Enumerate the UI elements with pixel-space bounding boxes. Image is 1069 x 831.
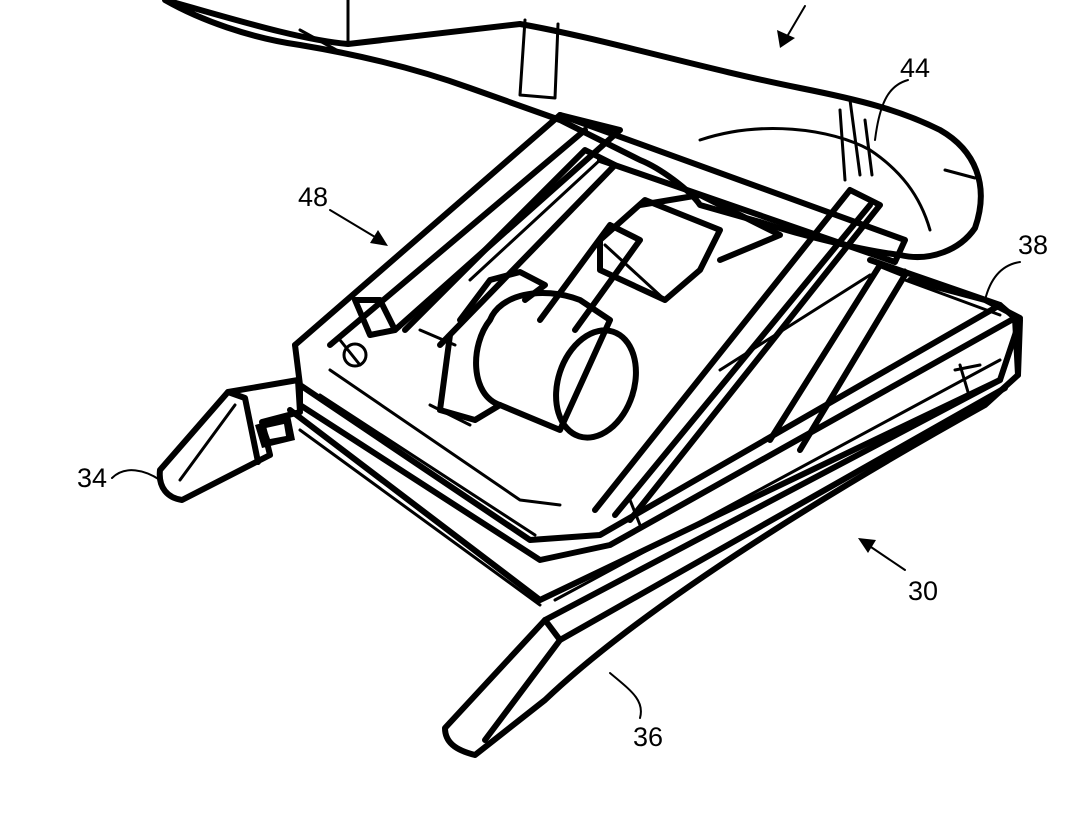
- drive-assembly: [292, 112, 1018, 523]
- label-44: 44: [900, 53, 930, 83]
- label-36: 36: [633, 722, 663, 752]
- seat-cushion: [162, 0, 984, 260]
- label-48: 48: [298, 182, 328, 212]
- leader-34: [111, 469, 161, 481]
- label-30: 30: [908, 576, 938, 606]
- arrow-30: [858, 538, 906, 571]
- leader-38: [984, 261, 1021, 301]
- label-34: 34: [77, 463, 107, 493]
- right-runner: [442, 317, 1023, 758]
- arrow-48: [329, 209, 388, 246]
- leader-44: [874, 79, 909, 141]
- label-38: 38: [1018, 230, 1048, 260]
- arrow-top: [777, 5, 806, 48]
- leader-36: [609, 672, 642, 719]
